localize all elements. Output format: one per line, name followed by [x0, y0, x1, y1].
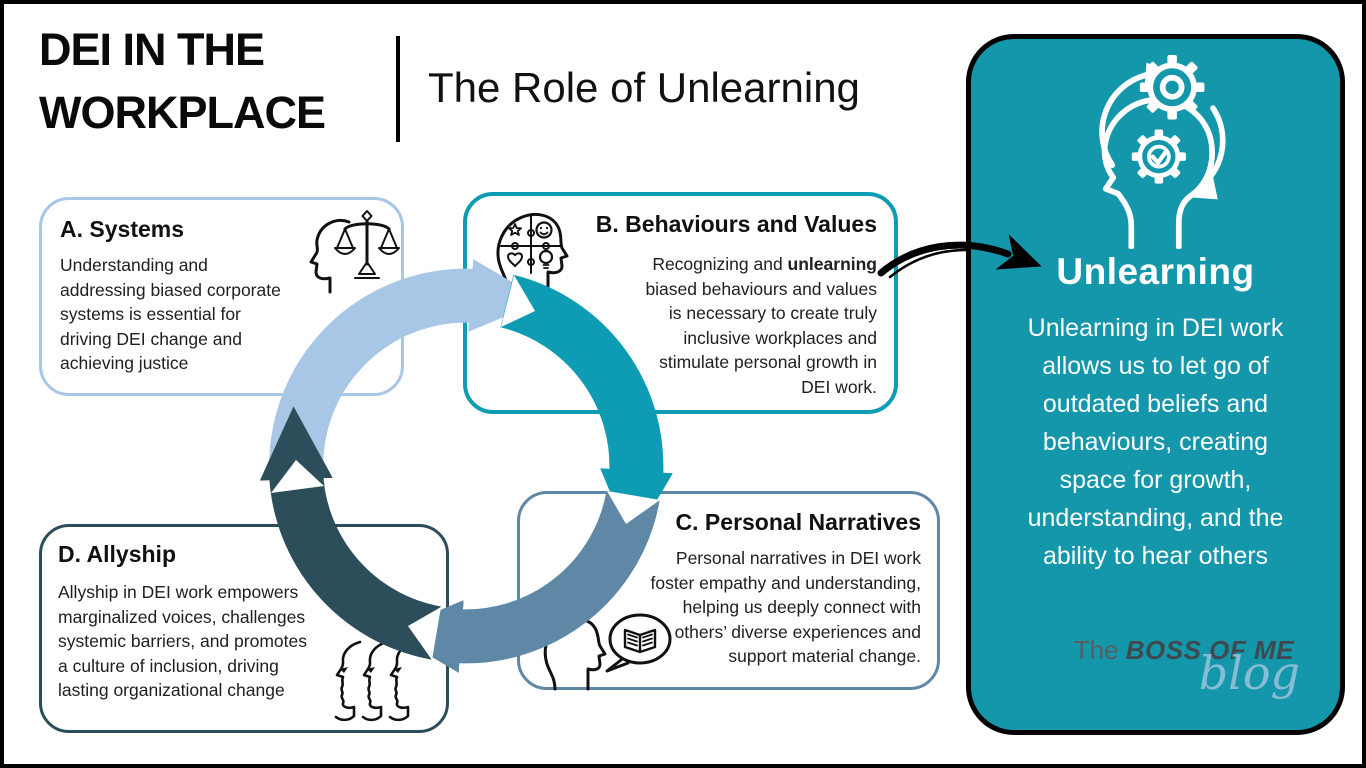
box-narratives-body: Personal narratives in DEI work foster e…	[650, 548, 921, 666]
box-allyship-title: D. Allyship	[58, 541, 176, 567]
head-justice-scales-icon	[309, 210, 400, 294]
title-divider	[396, 36, 400, 142]
boss-of-me-blog-logo: The BOSS OF ME blog	[1073, 635, 1300, 700]
box-narratives-title: C. Personal Narratives	[675, 509, 921, 535]
head-puzzle-icon	[496, 213, 569, 294]
unlearning-bold-word: unlearning	[787, 254, 877, 274]
unlearning-panel: Unlearning Unlearning in DEI work allows…	[966, 34, 1345, 735]
head-speech-book-icon	[543, 613, 672, 691]
panel-body: Unlearning in DEI work allows us to let …	[1027, 314, 1284, 570]
box-behaviours-title: B. Behaviours and Values	[595, 211, 877, 237]
head-gears-cycle-icon	[1098, 54, 1226, 249]
panel-title: Unlearning	[1056, 251, 1255, 292]
page-subtitle: The Role of Unlearning	[428, 64, 860, 111]
logo-script: blog	[1198, 646, 1300, 700]
logo-prefix: The	[1073, 635, 1119, 665]
page-title-line1: DEI IN THE	[39, 24, 265, 75]
three-profiles-icon	[334, 640, 416, 722]
page-title: DEI IN THE WORKPLACE	[39, 18, 326, 144]
gear-top	[1139, 54, 1204, 120]
page-title-line2: WORKPLACE	[39, 87, 326, 138]
box-systems-body: Understanding and addressing biased corp…	[60, 255, 281, 373]
box-systems-title: A. Systems	[60, 216, 185, 242]
logo-main: BOSS OF ME	[1125, 635, 1294, 665]
box-behaviours-body: Recognizing and unlearning biased behavi…	[645, 254, 877, 397]
gear-check	[1131, 129, 1186, 184]
